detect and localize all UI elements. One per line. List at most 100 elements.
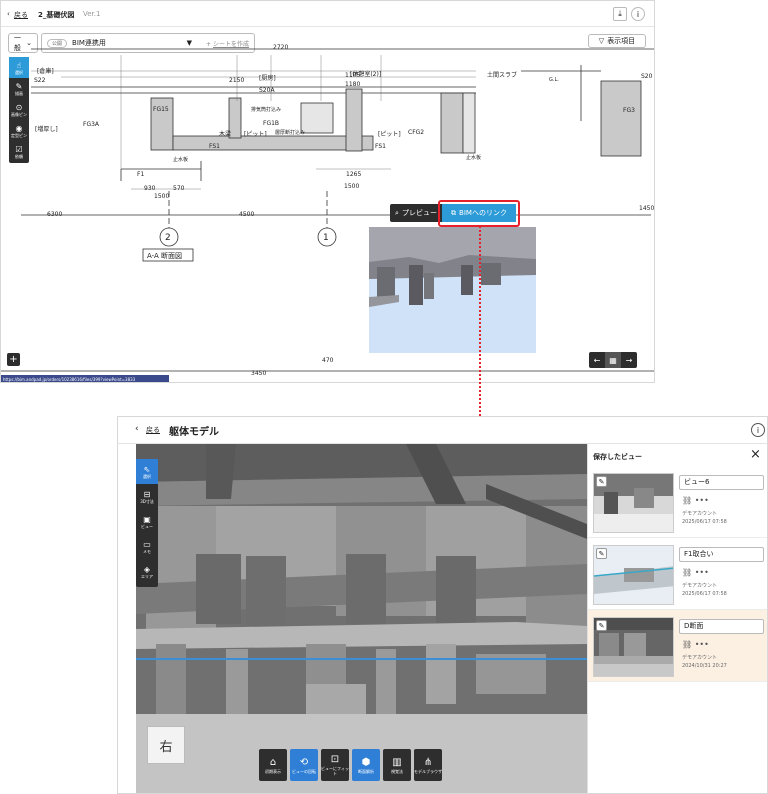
back-chevron-icon[interactable]: ‹	[7, 10, 10, 18]
ruler-icon: ⊟	[143, 489, 151, 499]
comment-icon: ▭	[143, 539, 151, 549]
back-link[interactable]: 戻る	[14, 11, 28, 19]
model-browser-button[interactable]: ⋔モデルブラウザ	[414, 749, 442, 781]
link-icon[interactable]: ⛓ •••	[682, 640, 709, 649]
saved-views-title: 保存したビュー	[593, 453, 642, 461]
filter-select[interactable]: 公開 BIM連携用 ▼ + シートを作成	[41, 33, 255, 53]
download-icon[interactable]: ⤓	[613, 7, 627, 21]
tool-select[interactable]: ☝選択	[9, 57, 29, 78]
dim-label: 470	[322, 357, 334, 364]
tree-icon: ⋔	[423, 756, 433, 768]
dim-label: 3450	[251, 370, 267, 377]
saved-view-card[interactable]: ✎ F1取合い ⛓ ••• デモアカウント 2025/06/17 07:58	[588, 538, 767, 610]
view-date: 2024/10/31 20:27	[682, 663, 727, 669]
note-label: 排気筒打込み	[251, 107, 282, 113]
tool-3d-dimension-label: 3D寸法	[140, 498, 154, 504]
grid-marker-1	[317, 227, 337, 247]
room-label: [増厚し]	[35, 126, 58, 133]
tool-memo[interactable]: ▭メモ	[136, 534, 158, 559]
rotate-icon: ⟲	[299, 756, 309, 768]
fit-view-button[interactable]: ⊡ビューにフィット	[321, 749, 349, 781]
hand-icon: ☝	[16, 60, 22, 70]
close-icon[interactable]: ×	[750, 447, 761, 462]
tool-template-pin[interactable]: ◉定型ピン	[9, 120, 29, 141]
view-user: デモアカウント	[682, 511, 718, 517]
next-arrow-icon[interactable]: →	[625, 355, 633, 365]
grid-label-2: 2	[165, 233, 171, 243]
pencil-icon: ✎	[15, 81, 23, 91]
3d-viewport[interactable]	[136, 444, 587, 793]
search-icon: ⌕	[395, 208, 399, 217]
bim-viewer-panel: ‹ 戻る 躯体モデル i	[117, 416, 768, 794]
tool-select[interactable]: ⇖選択	[136, 459, 158, 484]
rotate-view-button[interactable]: ⟲ビューの回転	[290, 749, 318, 781]
member-label: FG15	[153, 106, 169, 113]
link-callout: ⌕プレビュー ⧉BIMへのリンク	[390, 200, 521, 227]
room-label: [ピット]	[244, 131, 267, 138]
add-sheet-link[interactable]: + シートを作成	[206, 40, 249, 48]
home-view-label: 初期表示	[265, 768, 281, 774]
zoom-in-button[interactable]: +	[7, 353, 20, 366]
visual-style-button[interactable]: ▥視覚法	[383, 749, 411, 781]
model-title: 躯体モデル	[169, 427, 219, 438]
bim-preview-image	[369, 227, 536, 353]
home-icon: ⌂	[269, 756, 277, 768]
pin-icon: ⊙	[15, 102, 23, 112]
preview-label: プレビュー	[401, 209, 437, 217]
dim-label: 1500	[154, 193, 170, 200]
view-name[interactable]: D断面	[679, 619, 764, 634]
gl-label: G.L.	[549, 77, 559, 83]
floor-plan-drawing[interactable]	[1, 41, 655, 381]
grid-icon[interactable]: ▦	[605, 352, 621, 368]
dim-label: 2150	[229, 77, 245, 84]
member-label: FG3A	[83, 121, 100, 128]
camera-icon: ▣	[143, 514, 151, 524]
chevron-down-icon: ⌄	[26, 39, 32, 47]
dropdown-caret-icon: ▼	[186, 39, 193, 47]
back-chevron-icon[interactable]: ‹	[135, 424, 139, 434]
dim-label: 1180	[345, 81, 361, 88]
link-icon[interactable]: ⛓ •••	[682, 496, 709, 505]
link-icon[interactable]: ⛓ •••	[682, 568, 709, 577]
page-navigation: ← ▦ →	[589, 352, 637, 368]
display-items-label: 表示項目	[607, 37, 636, 45]
member-label: S20A	[259, 87, 275, 94]
view-name[interactable]: ビュー6	[679, 475, 764, 490]
dim-label: 6300	[47, 211, 63, 218]
prev-arrow-icon[interactable]: ←	[593, 355, 601, 365]
tool-image-pin[interactable]: ⊙画像ピン	[9, 99, 29, 120]
bim-link-button[interactable]: ⧉BIMへのリンク	[442, 204, 516, 222]
section-analysis-button[interactable]: ⬢断面解析	[352, 749, 380, 781]
tool-template-pin-label: 定型ピン	[11, 132, 27, 138]
location-icon: ◉	[15, 123, 23, 133]
add-sheet-label: シートを作成	[212, 40, 249, 48]
pencil-icon[interactable]: ✎	[596, 476, 607, 487]
view-name[interactable]: F1取合い	[679, 547, 764, 562]
info-icon[interactable]: i	[631, 7, 645, 21]
saved-views-panel: 保存したビュー × ✎ ビュー6 ⛓ ••• デモアカウント 2025/06/1…	[587, 444, 767, 793]
home-view-button[interactable]: ⌂初期表示	[259, 749, 287, 781]
pencil-icon[interactable]: ✎	[596, 620, 607, 631]
view-cube[interactable]: 右	[147, 726, 185, 764]
tool-area[interactable]: ◈エリア	[136, 559, 158, 584]
dim-label: 570	[173, 185, 185, 192]
preview-button[interactable]: ⌕プレビュー	[390, 204, 442, 222]
pencil-icon[interactable]: ✎	[596, 548, 607, 559]
edit-link-icon: ⧉	[451, 208, 457, 217]
info-icon[interactable]: i	[751, 423, 765, 437]
display-items-button[interactable]: ▽表示項目	[588, 34, 646, 48]
view-thumbnail: ✎	[593, 545, 674, 605]
tool-view[interactable]: ▣ビュー	[136, 509, 158, 534]
highlight-frame	[438, 200, 520, 227]
tool-3d-dimension[interactable]: ⊟3D寸法	[136, 484, 158, 509]
saved-view-card[interactable]: ✎ D断面 ⛓ ••• デモアカウント 2024/10/31 20:27	[588, 610, 767, 682]
viewer-toolbar: ⇖選択 ⊟3D寸法 ▣ビュー ▭メモ ◈エリア	[136, 459, 158, 587]
back-link[interactable]: 戻る	[146, 426, 160, 434]
tool-draw[interactable]: ✎描画	[9, 78, 29, 99]
tool-request[interactable]: ☑依頼	[9, 141, 29, 162]
general-select[interactable]: 一般⌄	[8, 33, 38, 53]
drawing-viewer-panel: ‹ 戻る 2_基礎伏図 Ver.1 ⤓ i 一般⌄ 公開 BIM連携用 ▼ + …	[0, 0, 655, 383]
saved-view-card[interactable]: ✎ ビュー6 ⛓ ••• デモアカウント 2025/06/17 07:58	[588, 466, 767, 538]
tool-view-label: ビュー	[141, 523, 153, 529]
bim-header: ‹ 戻る 躯体モデル i	[118, 417, 767, 444]
